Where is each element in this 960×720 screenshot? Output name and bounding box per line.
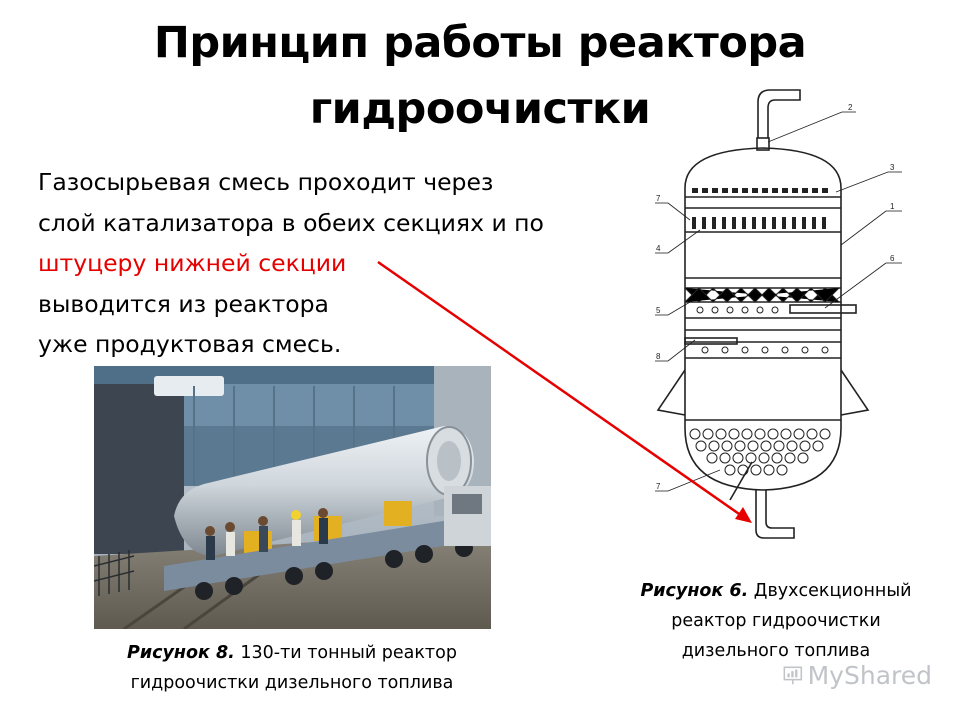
figure-8-caption-line-1: Рисунок 8. 130-ти тонный реактор — [92, 638, 492, 668]
text-line-3-highlight: штуцеру нижней секции — [38, 249, 347, 277]
reactor-transport-photo — [94, 366, 491, 629]
slide-title: Принцип работы реактора гидроочистки — [60, 10, 900, 142]
callout-3: 3 — [890, 163, 895, 172]
figure-6-caption-line-2: реактор гидроочистки — [671, 611, 881, 631]
callout-4: 4 — [656, 244, 661, 253]
figure-6-caption-line-1: Рисунок 6. Двухсекционный — [606, 576, 946, 606]
figure-8-label: Рисунок 8. — [127, 643, 235, 663]
figure-6-caption-line-3: дизельного топлива — [681, 641, 871, 661]
figure-6-caption-text: Двухсекционный — [748, 581, 912, 601]
text-line-1: Газосырьевая смесь проходит через — [38, 162, 596, 203]
title-line-1: Принцип работы реактора — [153, 18, 807, 68]
figure-8-caption-text: 130-ти тонный реактор — [234, 643, 457, 663]
watermark: MyShared — [782, 657, 932, 693]
figure-8-caption-line-2: гидроочистки дизельного топлива — [130, 673, 454, 693]
text-line-5: уже продуктовая смесь. — [38, 330, 342, 358]
figure-6-label: Рисунок 6. — [640, 581, 749, 601]
title-line-2: гидроочистки — [309, 84, 651, 134]
watermark-text: MyShared — [807, 660, 932, 690]
word: через — [423, 168, 494, 196]
callout-6: 6 — [890, 254, 895, 263]
callout-8: 8 — [656, 352, 661, 361]
callout-7-top: 7 — [656, 194, 661, 203]
reactor-diagram: 2 3 1 7 4 6 5 8 7 — [655, 89, 902, 539]
callout-5: 5 — [656, 306, 661, 315]
description-text: Газосырьевая смесь проходит через слой к… — [38, 162, 596, 365]
figure-6-caption: Рисунок 6. Двухсекционный реактор гидроо… — [606, 576, 946, 666]
word: проходит — [297, 168, 416, 196]
figure-8-caption: Рисунок 8. 130-ти тонный реактор гидрооч… — [92, 638, 492, 698]
callout-1: 1 — [890, 202, 895, 211]
text-line-2: слой катализатора в обеих секциях и по — [38, 208, 544, 237]
word: Газосырьевая — [38, 168, 211, 196]
callout-7-bottom: 7 — [656, 482, 661, 491]
text-line-4: выводится из реактора — [38, 289, 329, 318]
callout-2: 2 — [848, 103, 853, 112]
presentation-icon — [783, 666, 803, 685]
word: смесь — [218, 168, 291, 196]
